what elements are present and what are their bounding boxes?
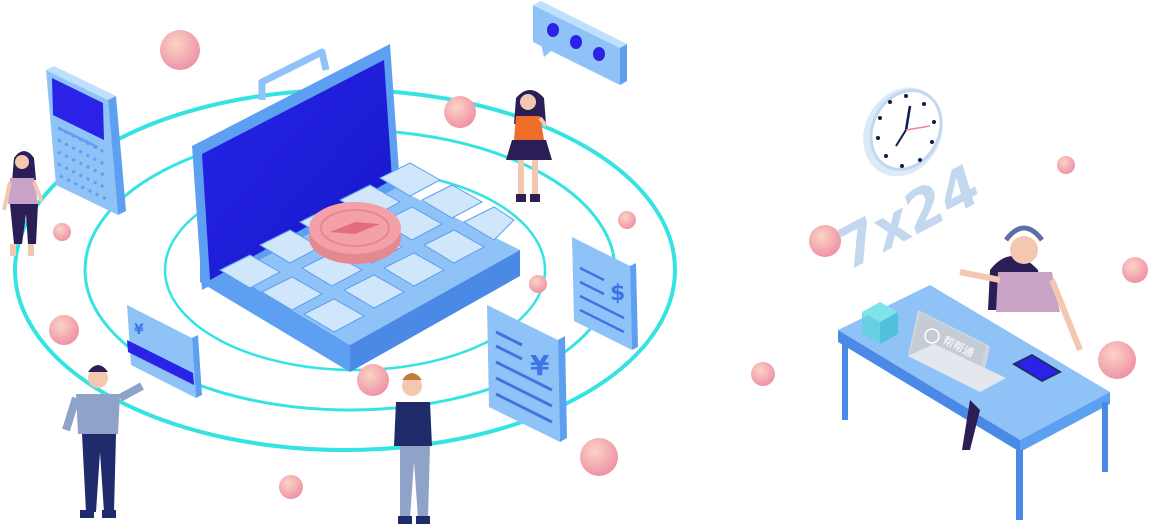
clock-icon — [863, 87, 943, 177]
man-left-figure — [62, 365, 144, 518]
calculator-icon — [46, 66, 126, 215]
ball — [1098, 341, 1136, 379]
bank-card-icon: ¥ — [127, 305, 202, 398]
ball — [279, 475, 303, 499]
coin-icon — [309, 202, 401, 264]
document-yen-symbol: ¥ — [530, 349, 550, 382]
card-yen-symbol: ¥ — [134, 322, 144, 338]
ball — [160, 30, 200, 70]
document-dollar-symbol: $ — [610, 281, 625, 306]
floating-balls — [49, 30, 1148, 499]
woman-left-figure — [2, 151, 44, 256]
man-center-figure — [394, 373, 432, 524]
ball — [1122, 257, 1148, 283]
document-dollar-icon: $ — [572, 237, 638, 350]
agent-face — [1010, 236, 1038, 264]
phone-icon — [1012, 354, 1062, 382]
ball — [444, 96, 476, 128]
laptop-icon: 帮帮通 — [908, 310, 1006, 392]
glass-cube — [862, 302, 898, 344]
ball — [809, 225, 841, 257]
support-desk-scene: 帮帮通 — [838, 225, 1110, 520]
woman-center-figure — [506, 90, 552, 202]
ball — [529, 275, 547, 293]
ball — [357, 364, 389, 396]
ball — [1057, 156, 1075, 174]
headset-icon — [1004, 225, 1044, 242]
ball — [53, 223, 71, 241]
chat-bubble-icon — [533, 1, 627, 85]
ball — [49, 315, 79, 345]
money-briefcase-icon — [192, 44, 520, 372]
document-yen-icon: ¥ — [487, 305, 567, 442]
ball — [580, 438, 618, 476]
ball — [618, 211, 636, 229]
ball — [751, 362, 775, 386]
